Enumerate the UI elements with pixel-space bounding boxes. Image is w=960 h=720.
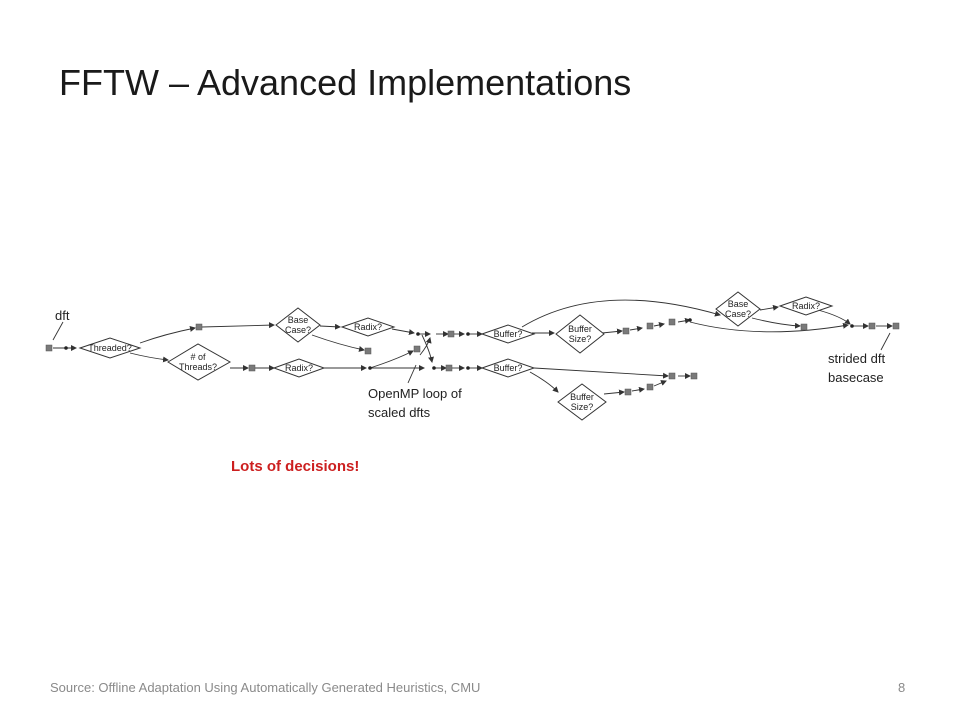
slide-title: FFTW – Advanced Implementations <box>59 62 632 103</box>
edge <box>533 367 669 379</box>
annotation-dft: dft <box>55 308 70 323</box>
node-label: Buffer <box>570 392 594 402</box>
node-label: Buffer <box>568 324 592 334</box>
leaf-square <box>668 372 676 380</box>
node-label: Threaded? <box>88 343 132 353</box>
decision-node-buffer-size-2: Buffer Size? <box>557 383 607 421</box>
leaf-square <box>646 322 654 330</box>
leaf-square <box>622 327 630 335</box>
edge <box>529 371 559 393</box>
decision-node-threaded: Threaded? <box>78 337 142 359</box>
leaf-square <box>413 345 421 353</box>
edge <box>421 334 434 363</box>
edge <box>653 380 667 387</box>
junction-dot <box>416 332 420 336</box>
node-label: Radix? <box>792 301 820 311</box>
annotation-openmp-line2: scaled dfts <box>368 405 431 420</box>
annotation-strided-line1: strided dft <box>828 351 885 366</box>
edge <box>677 317 691 324</box>
leaf-square <box>248 364 256 372</box>
edge <box>521 299 721 328</box>
node-label: # of <box>190 352 206 362</box>
edge <box>601 328 623 335</box>
junction-dot <box>432 366 436 370</box>
annotation-openmp-line1: OpenMP loop of <box>368 386 462 401</box>
node-label: Case? <box>725 309 751 319</box>
page-number: 8 <box>898 680 906 695</box>
leaf-square <box>445 364 453 372</box>
node-label: Base <box>728 299 749 309</box>
node-label: Size? <box>571 402 594 412</box>
junction-dot <box>466 366 470 370</box>
leaf-square <box>800 323 808 331</box>
edge <box>391 328 415 336</box>
leaf-square <box>892 322 900 330</box>
edge <box>419 337 432 356</box>
junction-dot <box>688 318 692 322</box>
edge <box>319 323 341 330</box>
node-label: Base <box>288 315 309 325</box>
leaf-square <box>646 383 654 391</box>
leader-line <box>52 321 64 341</box>
decision-node-num-threads: # of Threads? <box>167 343 232 381</box>
decision-node-base-case-2: Base Case? <box>715 291 761 327</box>
diagram-junctions <box>64 318 854 370</box>
edge <box>129 352 169 363</box>
leaf-square <box>668 318 676 326</box>
leaf-square <box>45 344 53 352</box>
edge <box>139 326 196 344</box>
leaf-square <box>447 330 455 338</box>
annotation-strided-line2: basecase <box>828 370 884 385</box>
leaf-square <box>364 347 372 355</box>
node-label: Radix? <box>285 363 313 373</box>
node-label: Case? <box>285 325 311 335</box>
junction-dot <box>64 346 68 350</box>
decision-node-buffer-1: Buffer? <box>480 324 536 344</box>
node-label: Radix? <box>354 322 382 332</box>
edge <box>629 325 643 332</box>
leaf-square <box>690 372 698 380</box>
decision-node-radix-2: Radix? <box>272 358 326 378</box>
junction-dot <box>368 366 372 370</box>
decision-node-radix-1: Radix? <box>340 317 396 337</box>
node-label: Buffer? <box>494 363 523 373</box>
node-label: Buffer? <box>494 329 523 339</box>
edge <box>751 317 801 329</box>
edge <box>631 386 645 393</box>
diagram-edges <box>53 299 893 396</box>
callout-text: Lots of decisions! <box>231 458 360 475</box>
node-label: Size? <box>569 334 592 344</box>
edge <box>603 389 625 396</box>
decision-node-base-case-1: Base Case? <box>275 307 321 343</box>
leader-line <box>407 364 417 384</box>
edge <box>311 334 365 352</box>
junction-dot <box>466 332 470 336</box>
leaf-square <box>195 323 203 331</box>
decision-node-buffer-size-1: Buffer Size? <box>555 314 605 354</box>
decision-node-radix-3: Radix? <box>778 296 834 316</box>
footer-source: Source: Offline Adaptation Using Automat… <box>50 680 481 695</box>
leader-line <box>880 332 891 351</box>
edge <box>653 322 665 328</box>
leaf-square <box>624 388 632 396</box>
edge <box>369 350 414 369</box>
leaf-square <box>868 322 876 330</box>
junction-dot <box>850 324 854 328</box>
edge <box>201 322 275 329</box>
edge <box>759 304 779 311</box>
diagram-leaf-squares <box>45 318 900 396</box>
edge <box>817 309 851 325</box>
edge <box>689 321 849 333</box>
decision-node-buffer-2: Buffer? <box>480 358 536 378</box>
node-label: Threads? <box>179 362 217 372</box>
